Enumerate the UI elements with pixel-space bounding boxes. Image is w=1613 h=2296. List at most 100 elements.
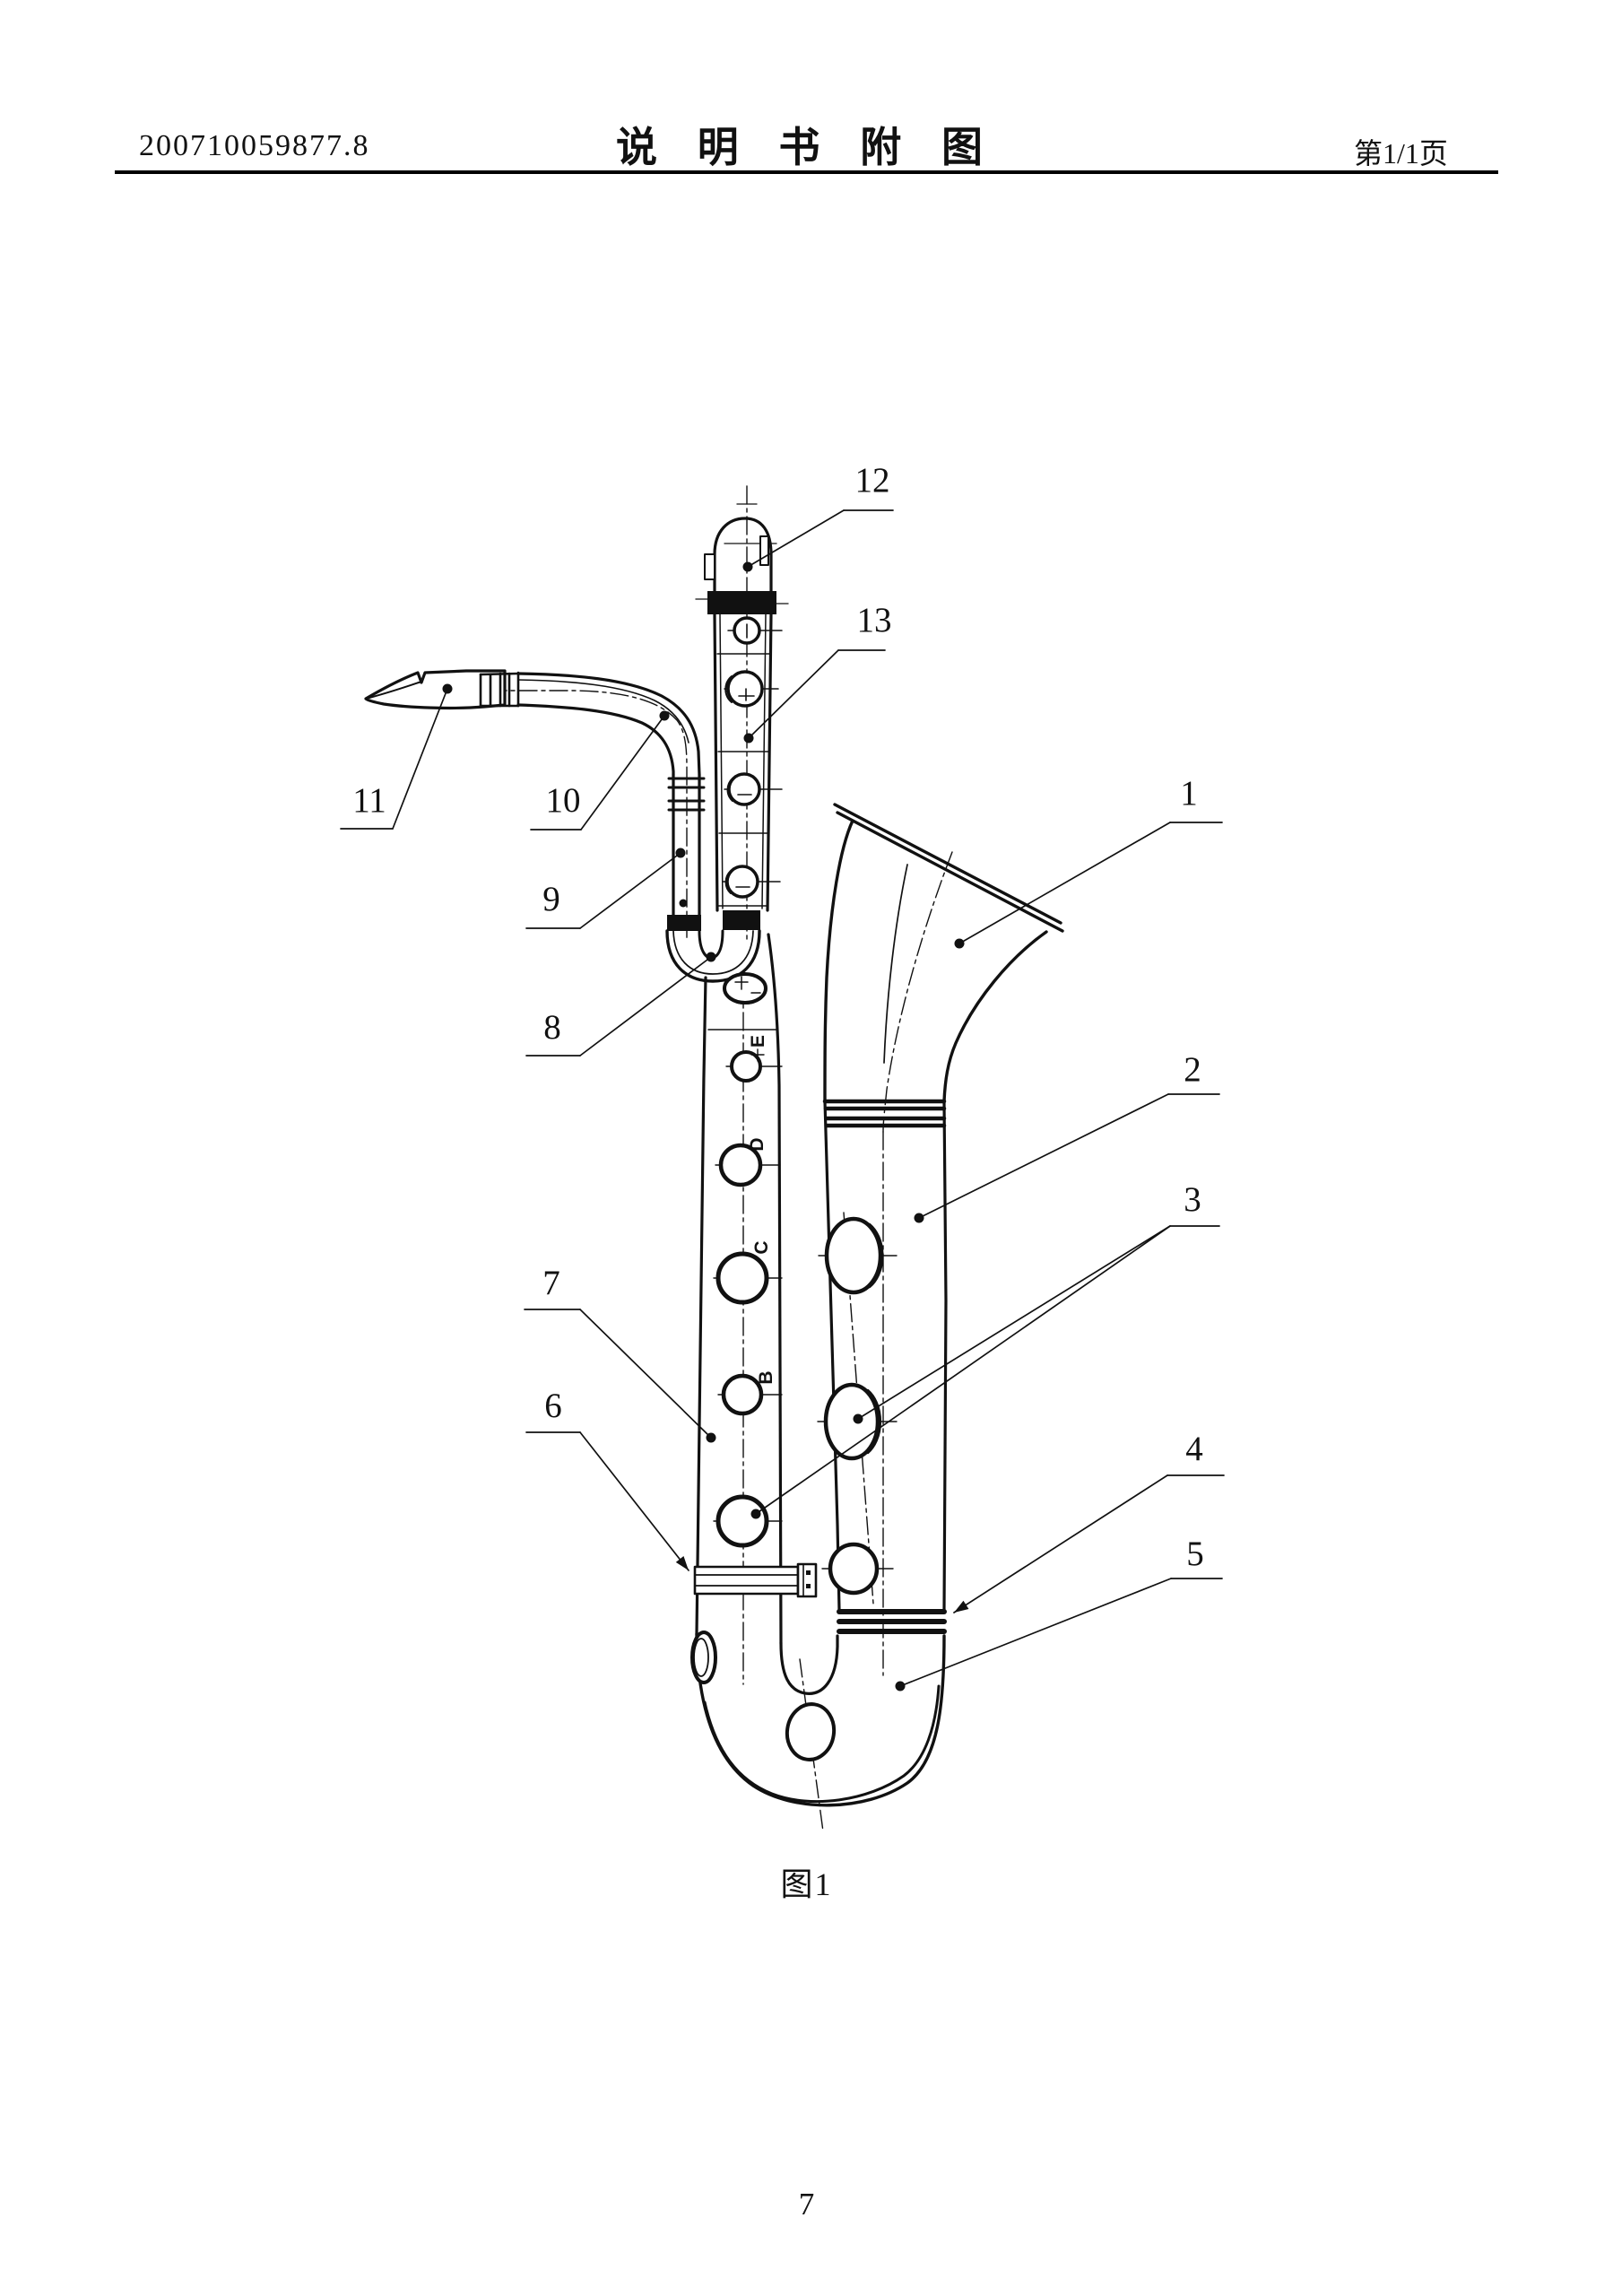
neck-centerline — [488, 690, 688, 939]
part-label-5: 5 — [895, 1535, 1223, 1692]
part-label-6: 6 — [525, 1387, 689, 1571]
leader-dot-13 — [743, 733, 754, 744]
part-label-1: 1 — [954, 774, 1223, 949]
side-tone-hole — [690, 1631, 717, 1684]
part-number-7: 7 — [542, 1264, 560, 1302]
u-turn-outer — [665, 929, 761, 983]
mounting-bracket — [693, 1562, 818, 1598]
descending-tube-socket — [667, 915, 701, 931]
upper-tube — [704, 517, 783, 930]
upper-key-4 — [725, 865, 759, 899]
main-tube-right-wall — [767, 933, 783, 1645]
tone-hole-D — [718, 1143, 763, 1187]
side-tone-hole-inner — [693, 1638, 709, 1677]
pad-key-1 — [824, 1216, 883, 1295]
bell-left-edge — [823, 819, 854, 1103]
upper-tube-right-inner — [761, 613, 767, 909]
part-number-10: 10 — [546, 781, 581, 820]
centerline-dot — [679, 899, 688, 908]
tone-hole-B — [721, 1373, 764, 1416]
part-number-1: 1 — [1180, 774, 1198, 813]
descending-tube-bands — [667, 777, 706, 812]
neck-inner-line — [517, 679, 689, 744]
leader-dot-8 — [706, 952, 716, 962]
application-number: 200710059877.8 — [139, 129, 370, 162]
figure-caption: 图1 — [780, 1866, 833, 1902]
bell-tube-left-wall — [823, 1100, 841, 1612]
part-number-13: 13 — [857, 601, 892, 639]
bell — [823, 803, 1064, 1103]
upper-tube-dome — [713, 517, 773, 596]
part-label-12: 12 — [742, 461, 894, 572]
upper-tube-lower-socket — [723, 910, 760, 930]
leader-arrow-4 — [954, 1600, 969, 1613]
tone-hole-letter-C: C — [751, 1240, 772, 1254]
mouthpiece-body — [364, 669, 507, 710]
bell-right-edge — [942, 930, 1048, 1103]
upper-tube-section-lines — [716, 653, 770, 907]
page-title: 说 明 书 附 图 — [615, 124, 998, 170]
bell-tube-upper-bands — [822, 1099, 947, 1128]
part-label-8: 8 — [525, 952, 716, 1057]
tone-hole-E — [730, 1050, 762, 1083]
leader-dot-11 — [442, 683, 453, 694]
part-number-8: 8 — [543, 1008, 561, 1047]
bell-tube-right-wall — [942, 1100, 948, 1612]
part-number-9: 9 — [542, 880, 560, 918]
part-number-5: 5 — [1186, 1535, 1204, 1573]
neck-tube — [516, 672, 701, 777]
u-turn-inner-wall — [672, 930, 754, 975]
tone-hole-A — [715, 1494, 769, 1548]
header-rule — [115, 170, 1498, 174]
bracket-end-block — [796, 1562, 818, 1598]
part-label-13: 13 — [743, 601, 892, 744]
part-label-10: 10 — [530, 710, 670, 831]
bell-tube — [822, 1099, 948, 1634]
neck-bottom-edge — [516, 703, 675, 777]
bell-rim-outer — [833, 803, 1062, 925]
page-indicator: 第1/1页 — [1354, 137, 1448, 170]
descending-tube — [667, 773, 706, 931]
upper-key-2 — [726, 670, 764, 708]
main-tube-top-key — [723, 972, 767, 1004]
bottom-bow-rim — [703, 1684, 941, 1804]
part-label-9: 9 — [525, 848, 686, 929]
leader-dot-10 — [659, 710, 670, 721]
part-label-3: 3 — [750, 1180, 1220, 1519]
part-label-7: 7 — [524, 1264, 716, 1443]
tone-hole-letter-D: D — [747, 1137, 767, 1151]
leader-arrow-6 — [675, 1556, 689, 1570]
part-label-4: 4 — [953, 1430, 1225, 1613]
main-tube — [693, 933, 818, 1645]
part-number-6: 6 — [544, 1387, 562, 1425]
main-tube-left-wall — [695, 976, 707, 1636]
mouthpiece-beak-line — [369, 681, 422, 699]
leader-dot-7 — [706, 1432, 716, 1443]
tone-hole-letter-E: E — [748, 1035, 768, 1048]
leader-dot-2 — [914, 1213, 924, 1223]
leader-dot-1 — [954, 938, 965, 949]
part-label-11: 11 — [340, 683, 453, 830]
leader-dot-3 — [853, 1413, 863, 1424]
part-number-12: 12 — [855, 461, 890, 500]
part-number-4: 4 — [1185, 1430, 1203, 1468]
tone-hole-C — [715, 1251, 769, 1305]
leader-dot-5 — [895, 1681, 906, 1692]
upper-tube-left-tab — [704, 553, 715, 580]
mouthpiece-joint — [479, 671, 520, 708]
tone-hole-letter-B: B — [756, 1370, 776, 1384]
leader-dot-9 — [675, 848, 686, 858]
bell-tube-lower-bands — [837, 1609, 947, 1634]
upper-tube-right-wall — [766, 613, 773, 912]
upper-tube-left-inner — [719, 613, 724, 909]
bell-rim-inner — [836, 811, 1064, 933]
upper-tube-left-wall — [713, 613, 719, 912]
part-number-11: 11 — [352, 781, 386, 820]
neck-top-edge — [516, 672, 701, 777]
upper-tube-keys — [722, 616, 783, 899]
bottom-bow-inner-u — [779, 1634, 839, 1695]
leader-dot-12 — [742, 561, 753, 572]
